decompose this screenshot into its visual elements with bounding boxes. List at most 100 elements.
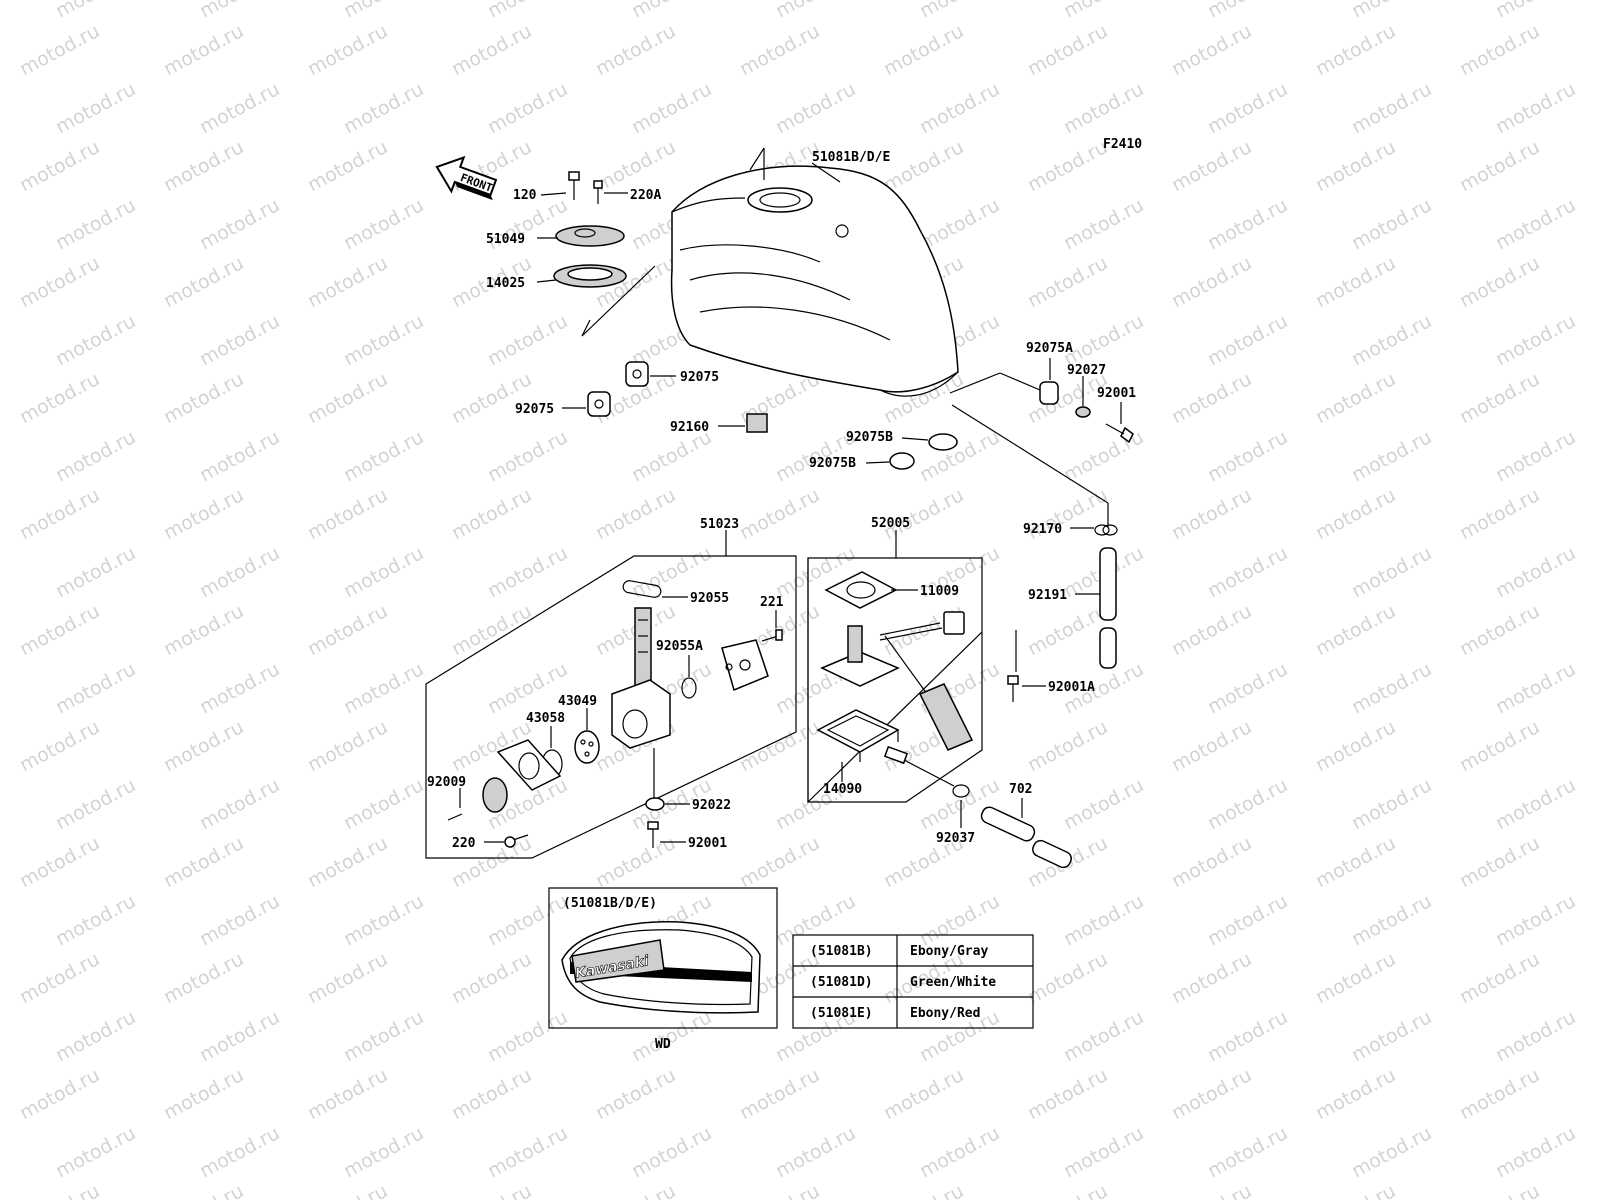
watermark-text: motod.ru — [1492, 1122, 1579, 1182]
watermark-text: motod.ru — [160, 252, 247, 312]
watermark-text: motod.ru — [1168, 368, 1255, 428]
watermark-text: motod.ru — [1492, 542, 1579, 602]
watermark-text: motod.ru — [160, 20, 247, 80]
watermark-text: motod.ru — [1060, 890, 1147, 950]
watermark-text: motod.ru — [1024, 136, 1111, 196]
watermark-text: motod.ru — [916, 0, 1003, 22]
watermark-text: motod.ru — [1348, 1006, 1435, 1066]
oring-top — [622, 580, 662, 598]
watermark-text: motod.ru — [1060, 426, 1147, 486]
watermark-text: motod.ru — [736, 484, 823, 544]
label-cap-gasket: 14025 — [486, 276, 525, 291]
watermark-text: motod.ru — [304, 368, 391, 428]
watermark-text: motod.ru — [196, 310, 283, 370]
watermark-text: motod.ru — [52, 1006, 139, 1066]
watermark-text: motod.ru — [1348, 890, 1435, 950]
leader — [536, 279, 557, 283]
watermark-text: motod.ru — [1204, 1006, 1291, 1066]
label-pump-cover: 14090 — [823, 782, 862, 797]
label-bolt-92001a: 92001A — [1048, 680, 1095, 695]
watermark-text: motod.ru — [1024, 1064, 1111, 1124]
watermark-text: motod.ru — [916, 194, 1003, 254]
clip-hose — [1094, 524, 1118, 536]
bolt-92001a — [1007, 675, 1019, 702]
diaphragm — [574, 730, 600, 764]
label-damper-lower-1: 92075B — [846, 430, 893, 445]
watermark-text: motod.ru — [1060, 1122, 1147, 1182]
watermark-text: motod.ru — [1204, 542, 1291, 602]
watermark-text: motod.ru — [1204, 774, 1291, 834]
watermark-text: motod.ru — [304, 600, 391, 660]
watermark-text: motod.ru — [1348, 774, 1435, 834]
watermark-text: motod.ru — [1024, 716, 1111, 776]
watermark-text: motod.ru — [1060, 1006, 1147, 1066]
leader — [999, 372, 1041, 391]
watermark-text: motod.ru — [196, 890, 283, 950]
watermark-text: motod.ru — [160, 832, 247, 892]
watermark-text: motod.ru — [484, 1006, 571, 1066]
watermark-text: motod.ru — [736, 1180, 823, 1200]
hose-92191 — [1099, 547, 1117, 669]
watermark-text: motod.ru — [1348, 78, 1435, 138]
watermark-text: motod.ru — [1456, 136, 1543, 196]
watermark-text: motod.ru — [196, 774, 283, 834]
label-pump-gasket: 11009 — [920, 584, 959, 599]
cock-assy-frame — [425, 555, 797, 859]
label-hose-702: 702 — [1009, 782, 1032, 797]
pump-assy-frame-lower — [808, 632, 983, 803]
watermark-text: motod.ru — [1348, 658, 1435, 718]
watermark-text: motod.ru — [880, 136, 967, 196]
watermark-text: motod.ru — [160, 136, 247, 196]
watermark-text: motod.ru — [448, 1180, 535, 1200]
label-damper-b: 92075 — [515, 402, 554, 417]
watermark-text: motod.ru — [1312, 136, 1399, 196]
watermark-text: motod.ru — [1492, 310, 1579, 370]
damper-lower-1 — [928, 433, 958, 451]
watermark-text: motod.ru — [628, 1122, 715, 1182]
watermark-text: motod.ru — [16, 600, 103, 660]
watermark-text: motod.ru — [484, 78, 571, 138]
watermark-text: motod.ru — [1456, 716, 1543, 776]
watermark-text: motod.ru — [1204, 890, 1291, 950]
screw-92009 — [447, 813, 463, 821]
watermark-text: motod.ru — [736, 832, 823, 892]
watermark-text: motod.ru — [1456, 1180, 1543, 1200]
watermark-text: motod.ru — [304, 252, 391, 312]
watermark-text: motod.ru — [1492, 658, 1579, 718]
label-diaphragm: 43049 — [558, 694, 597, 709]
watermark-text: motod.ru — [628, 78, 715, 138]
watermark-text: motod.ru — [1312, 600, 1399, 660]
watermark-text: motod.ru — [484, 310, 571, 370]
watermark-text: motod.ru — [340, 1122, 427, 1182]
watermark-text: motod.ru — [304, 716, 391, 776]
watermark-text: motod.ru — [880, 1180, 967, 1200]
watermark-text: motod.ru — [1204, 194, 1291, 254]
watermark-text: motod.ru — [484, 426, 571, 486]
watermark-text: motod.ru — [592, 832, 679, 892]
watermark-text: motod.ru — [628, 426, 715, 486]
tank-emblem: Kawasaki — [561, 921, 761, 1014]
label-oring-top: 92055 — [690, 591, 729, 606]
watermark-text: motod.ru — [1492, 890, 1579, 950]
watermark-text: motod.ru — [1312, 368, 1399, 428]
watermark-text: motod.ru — [1024, 600, 1111, 660]
watermark-text: motod.ru — [304, 484, 391, 544]
watermark-text: motod.ru — [16, 368, 103, 428]
watermark-text: motod.ru — [1492, 194, 1579, 254]
label-screw-92009: 92009 — [427, 775, 466, 790]
damper-b — [587, 391, 611, 417]
watermark-text: motod.ru — [340, 542, 427, 602]
watermark-text: motod.ru — [1168, 252, 1255, 312]
oring-small — [681, 677, 697, 699]
watermark-text: motod.ru — [1312, 20, 1399, 80]
watermark-text: motod.ru — [1060, 0, 1147, 22]
watermark-text: motod.ru — [484, 542, 571, 602]
watermark-text: motod.ru — [592, 20, 679, 80]
watermark-text: motod.ru — [16, 832, 103, 892]
fuel-tank — [670, 147, 959, 397]
damper-block — [746, 413, 768, 433]
watermark-text: motod.ru — [1168, 1064, 1255, 1124]
watermark-text: motod.ru — [16, 20, 103, 80]
label-damper-a: 92075 — [680, 370, 719, 385]
watermark-text: motod.ru — [340, 774, 427, 834]
